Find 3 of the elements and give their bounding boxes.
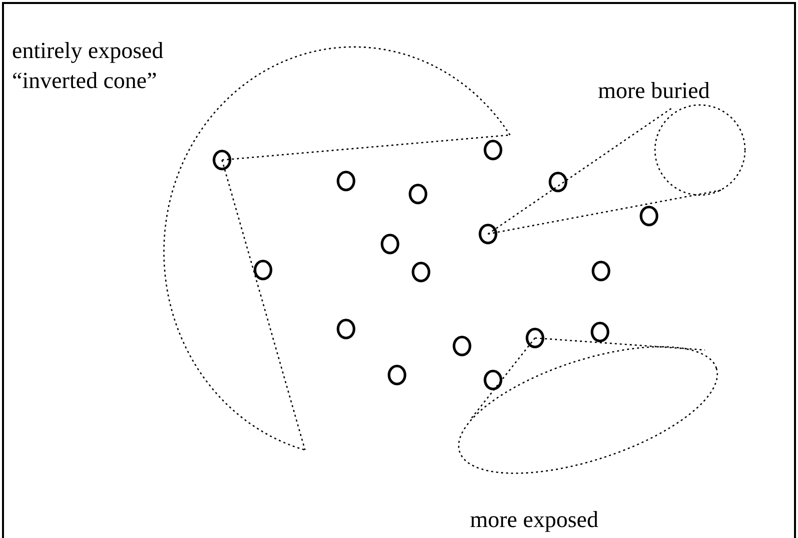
annotation-label: entirely exposed “inverted cone” (12, 37, 164, 95)
annotation-label: more exposed (470, 506, 598, 534)
annotation-label: more buried (598, 77, 710, 105)
